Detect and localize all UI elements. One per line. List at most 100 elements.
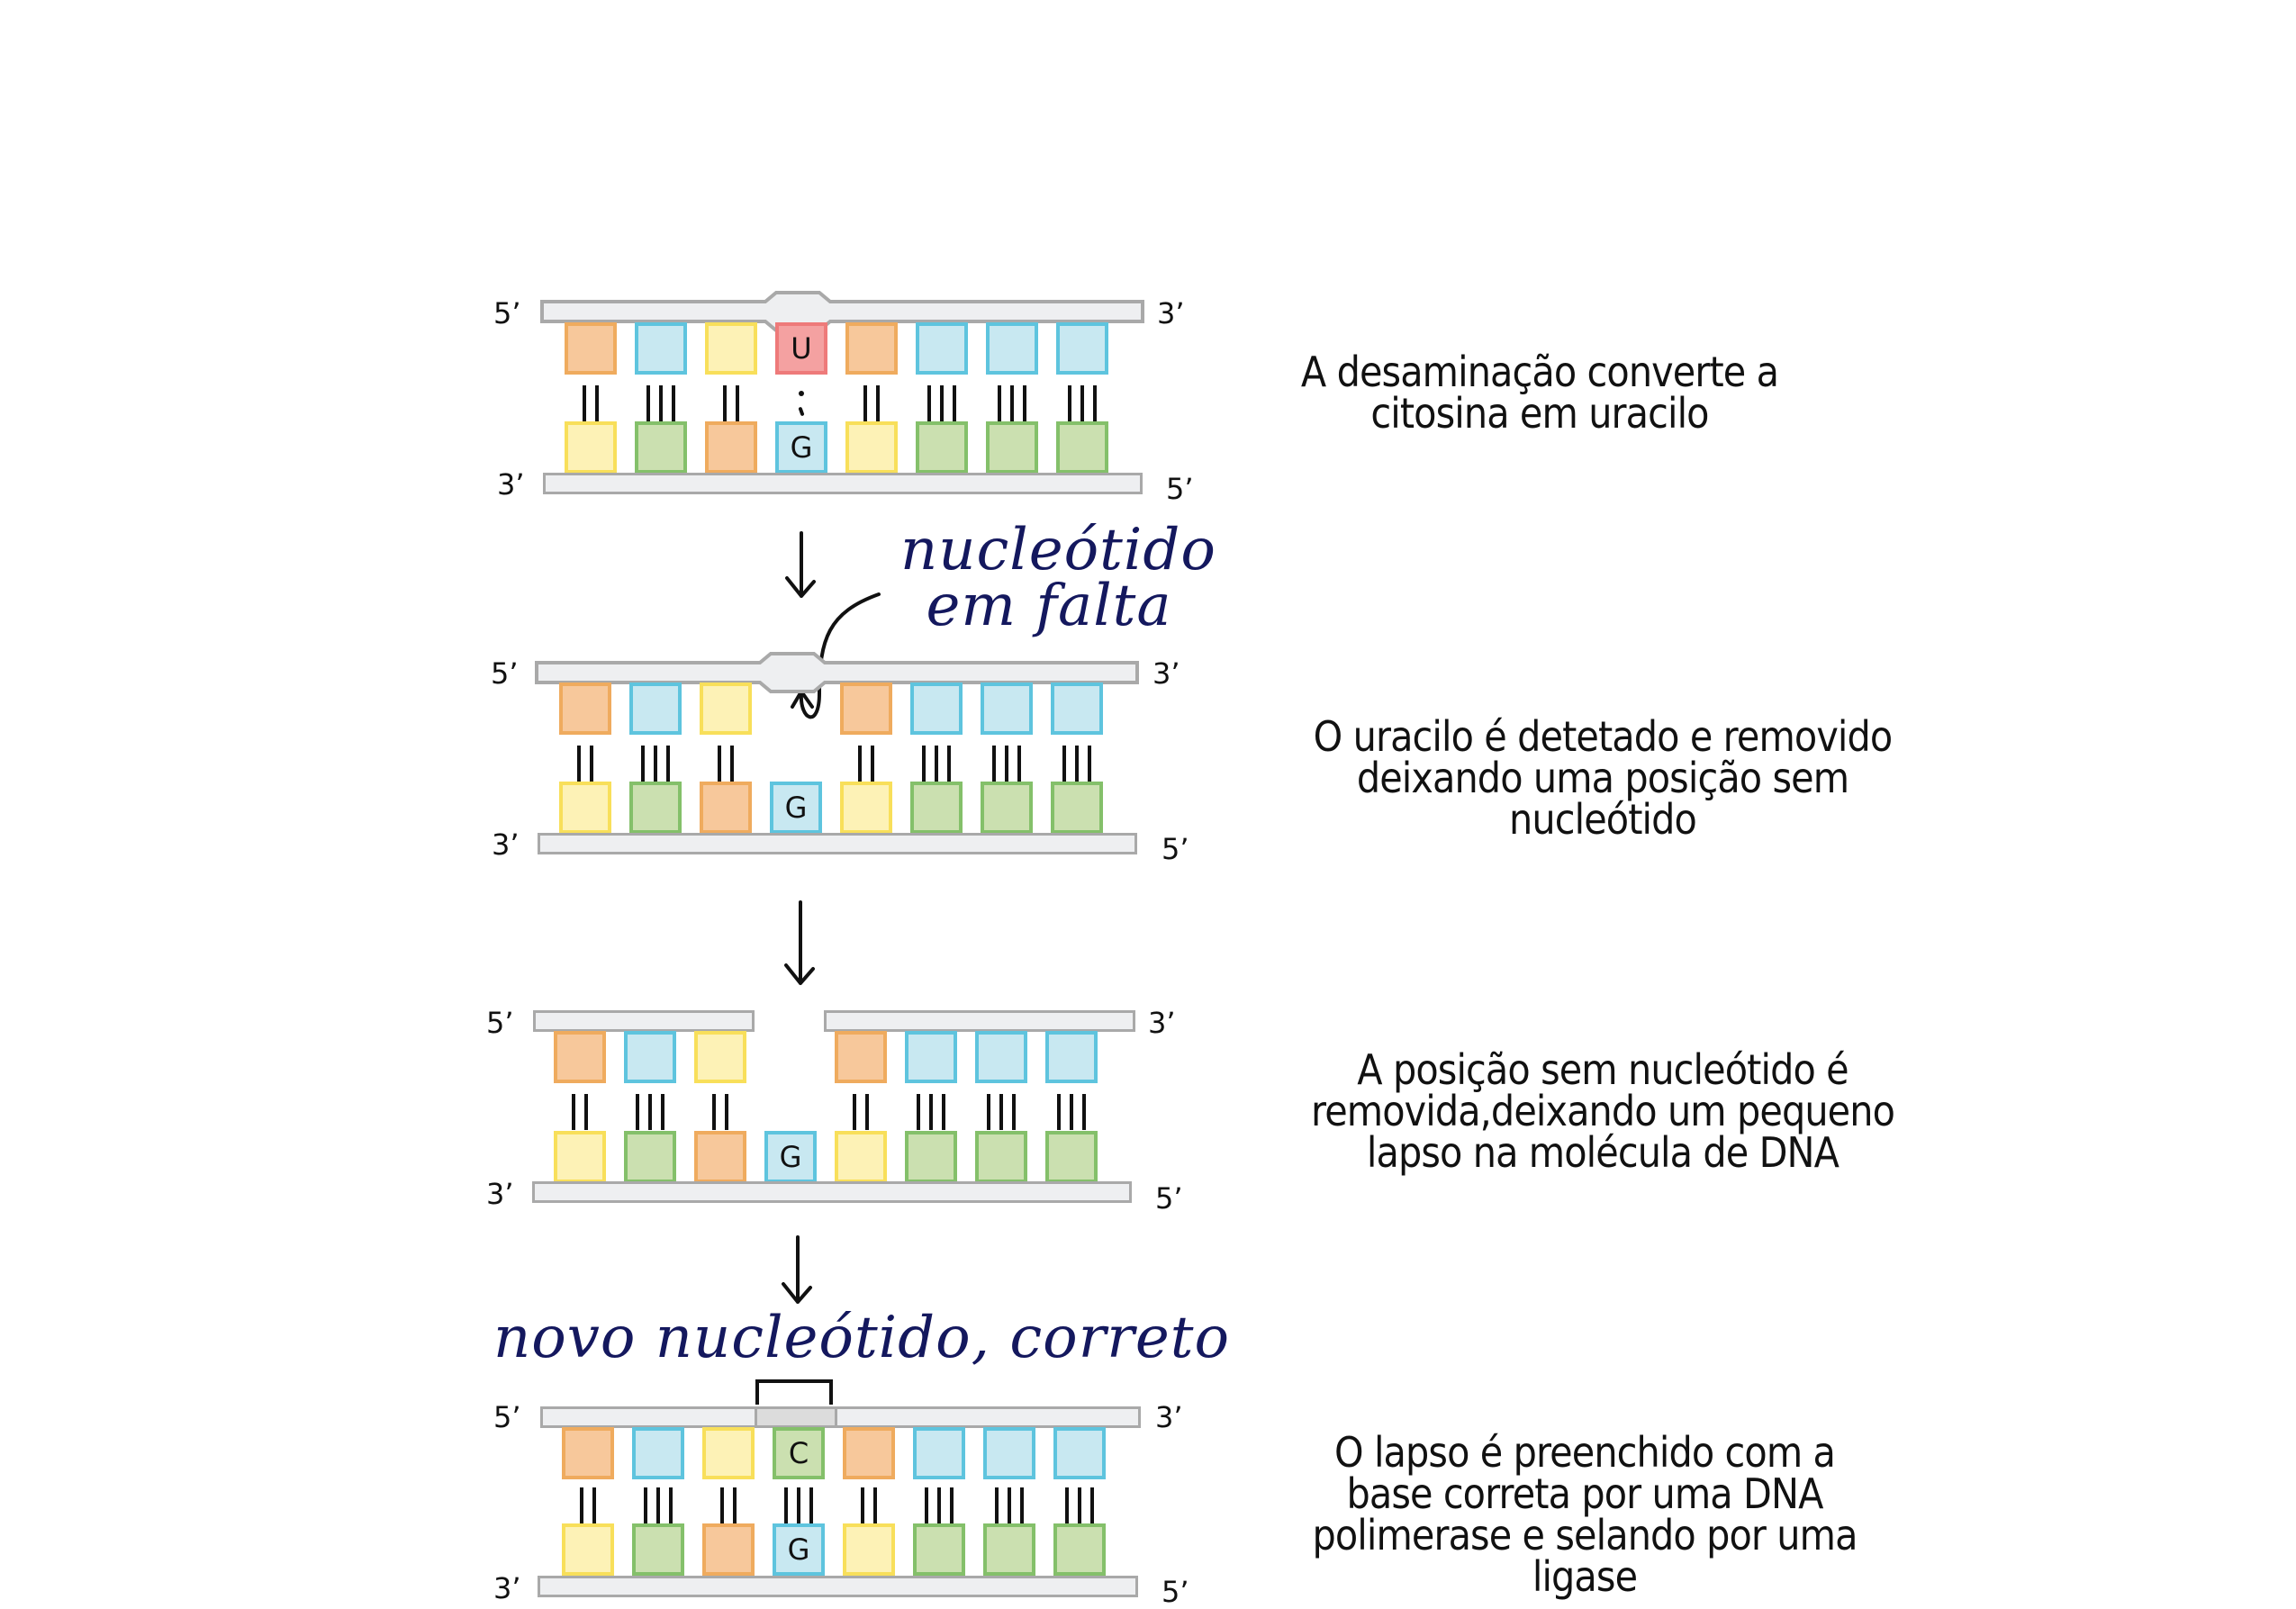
bottom-base-yellow — [562, 1523, 614, 1576]
down-arrow-icon — [784, 900, 815, 985]
label-5prime-top: 5’ — [493, 296, 521, 330]
top-strand — [540, 1406, 1141, 1428]
label-3prime-bottom: 3’ — [493, 1571, 521, 1605]
triple-hydrogen-bond-icon — [635, 385, 687, 421]
triple-hydrogen-bond-icon — [1056, 385, 1108, 421]
label-5prime-bottom: 5’ — [1155, 1181, 1183, 1216]
bottom-base-yellow — [559, 782, 611, 834]
bottom-base-green — [910, 782, 963, 834]
bottom-base-orange — [705, 421, 757, 474]
top-strand-bulged — [535, 652, 1139, 693]
bottom-base-orange — [700, 782, 752, 834]
label-5prime-top: 5’ — [491, 656, 519, 691]
bottom-base-green — [983, 1523, 1035, 1576]
label-3prime-top: 3’ — [1157, 296, 1185, 330]
label-3prime-bottom: 3’ — [492, 827, 520, 862]
label-5prime-bottom: 5’ — [1166, 472, 1194, 506]
top-base-orange — [562, 1427, 614, 1479]
top-base-yellow — [700, 682, 752, 735]
top-base-blue — [986, 322, 1038, 375]
triple-hydrogen-bond-icon — [1045, 1094, 1098, 1130]
bottom-base-yellow — [554, 1131, 606, 1183]
bottom-base-green — [1056, 421, 1108, 474]
bottom-base-green — [1051, 782, 1103, 834]
caption-gap: A posição sem nucleótido é removida,deix… — [1310, 1045, 1895, 1177]
bottom-base-green — [905, 1131, 957, 1183]
label-3prime-bottom: 3’ — [486, 1177, 514, 1211]
panel-deamination: 5’ 3’ U G 3’ 5’ A desaminação converte a… — [0, 0, 1779, 506]
label-3prime-top: 3’ — [1153, 656, 1180, 691]
top-base-yellow — [705, 322, 757, 375]
top-base-blue — [1045, 1031, 1098, 1083]
top-base-orange — [554, 1031, 606, 1083]
bottom-base-yellow — [843, 1523, 895, 1576]
top-base-blue — [624, 1031, 676, 1083]
bottom-base-blue-G: G — [773, 1523, 825, 1576]
annotation-new-correct-nucleotide: novo nucleótido, correto — [493, 1305, 1230, 1371]
top-base-orange — [840, 682, 892, 735]
bottom-strand — [543, 473, 1143, 494]
top-base-blue — [1056, 322, 1108, 375]
triple-hydrogen-bond-icon — [1053, 1487, 1106, 1523]
bottom-base-green — [632, 1523, 684, 1576]
top-base-blue — [975, 1031, 1027, 1083]
top-base-blue — [913, 1427, 965, 1479]
triple-hydrogen-bond-icon — [986, 385, 1038, 421]
double-hydrogen-bond-icon — [845, 385, 898, 421]
top-base-green-C: C — [773, 1427, 825, 1479]
bottom-base-blue-G: G — [775, 421, 827, 474]
panel-repaired: novo nucleótido, correto 5’ 3’ C G 3’ 5’… — [493, 1305, 1858, 1606]
double-hydrogen-bond-icon — [843, 1487, 895, 1523]
label-5prime-bottom: 5’ — [1162, 1575, 1189, 1609]
top-base-yellow — [702, 1427, 755, 1479]
top-base-yellow — [694, 1031, 746, 1083]
bottom-base-green — [916, 421, 968, 474]
down-arrow-icon — [785, 531, 816, 598]
triple-hydrogen-bond-icon — [916, 385, 968, 421]
top-base-blue — [983, 1427, 1035, 1479]
top-base-orange — [835, 1031, 887, 1083]
bottom-strand — [532, 1181, 1132, 1203]
top-base-blue — [635, 322, 687, 375]
triple-hydrogen-bond-icon — [629, 746, 682, 782]
top-strand-bulged — [540, 291, 1144, 332]
label-5prime-bottom: 5’ — [1162, 832, 1189, 866]
triple-hydrogen-bond-icon — [1051, 746, 1103, 782]
caption-deamination: A desaminação converte a citosina em ura… — [1300, 348, 1779, 438]
panel-gap: 5’ 3’ G 3’ 5’ A posição sem nucleótido é… — [0, 0, 1895, 1225]
triple-hydrogen-bond-icon — [624, 1094, 676, 1130]
bottom-base-yellow — [840, 782, 892, 834]
label-5prime-top: 5’ — [486, 1006, 514, 1040]
top-base-red-U: U — [775, 322, 827, 375]
double-hydrogen-bond-icon — [702, 1487, 755, 1523]
top-base-blue — [1053, 1427, 1106, 1479]
double-hydrogen-bond-icon — [694, 1094, 746, 1130]
bracket-new-nucleotide — [755, 1379, 833, 1405]
triple-hydrogen-bond-icon — [910, 746, 963, 782]
annotation-missing-nucleotide: nucleótido em falta — [900, 517, 1216, 639]
bottom-base-green — [629, 782, 682, 834]
triple-hydrogen-bond-icon — [773, 1487, 825, 1523]
bottom-base-green — [635, 421, 687, 474]
bottom-base-green — [981, 782, 1033, 834]
top-strand-right-fragment — [824, 1010, 1135, 1032]
bottom-base-blue-G: G — [770, 782, 822, 834]
top-base-blue — [981, 682, 1033, 735]
mismatch-bond-icon — [775, 385, 827, 421]
double-hydrogen-bond-icon — [700, 746, 752, 782]
bottom-base-green — [1053, 1523, 1106, 1576]
triple-hydrogen-bond-icon — [981, 746, 1033, 782]
bottom-base-green — [913, 1523, 965, 1576]
top-base-orange — [565, 322, 617, 375]
panel-uracil-removed: nucleótido em falta 5’ 3’ G 3’ 5’ O urac… — [0, 0, 1893, 866]
double-hydrogen-bond-icon — [559, 746, 611, 782]
label-3prime-bottom: 3’ — [497, 467, 525, 502]
bottom-base-blue-G: G — [764, 1131, 817, 1183]
bottom-strand — [538, 1576, 1138, 1597]
triple-hydrogen-bond-icon — [632, 1487, 684, 1523]
double-hydrogen-bond-icon — [840, 746, 892, 782]
caption-uracil-removed: O uracilo é detetado e removido deixando… — [1313, 712, 1894, 844]
bottom-base-yellow — [565, 421, 617, 474]
bottom-base-yellow — [845, 421, 898, 474]
top-base-blue — [905, 1031, 957, 1083]
